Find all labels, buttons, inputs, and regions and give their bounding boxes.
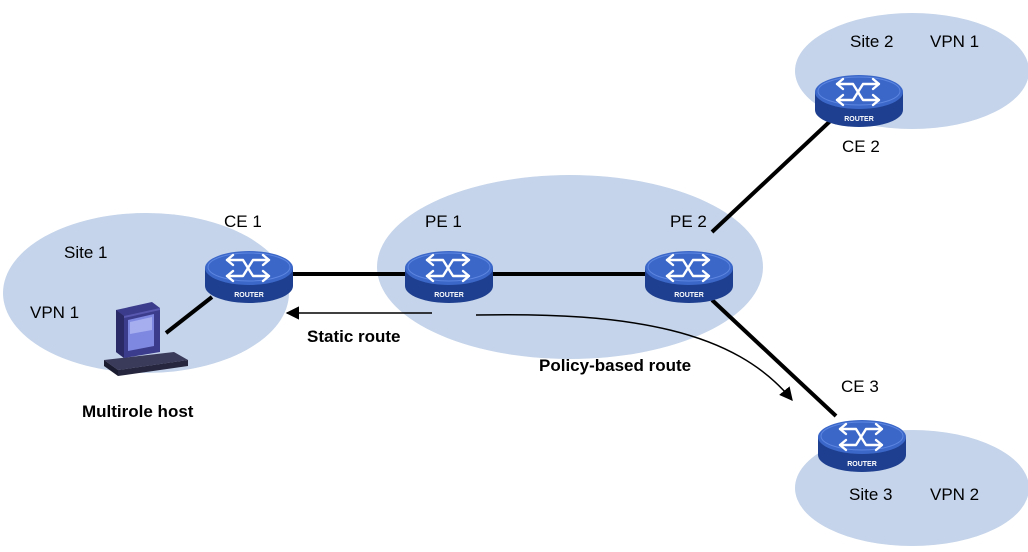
- router-badge-text: ROUTER: [674, 292, 704, 299]
- computer-icon: [104, 302, 188, 376]
- site3-vpn: VPN 2: [930, 485, 980, 504]
- router-badge-text: ROUTER: [234, 292, 264, 299]
- host-label: Multirole host: [82, 402, 194, 421]
- site3-name: Site 3: [849, 485, 893, 504]
- link-pe2-ce3: [710, 298, 838, 418]
- pe1-label: PE 1: [425, 212, 462, 231]
- site1-vpn: VPN 1: [30, 303, 80, 322]
- pe2-router-icon: ROUTER: [645, 251, 733, 303]
- ce3-router-icon: ROUTER: [818, 420, 906, 472]
- ce1-label: CE 1: [224, 212, 262, 231]
- policy-route-label: Policy-based route: [539, 356, 692, 375]
- site2-vpn: VPN 1: [930, 32, 980, 51]
- ce1-router-icon: ROUTER: [205, 251, 293, 303]
- router-badge-text: ROUTER: [434, 292, 464, 299]
- router-badge-text: ROUTER: [844, 116, 874, 123]
- ce2-router-icon: ROUTER: [815, 75, 903, 127]
- ce2-label: CE 2: [842, 137, 880, 156]
- pe1-router-icon: ROUTER: [405, 251, 493, 303]
- router-badge-text: ROUTER: [847, 461, 877, 468]
- site1-area: [3, 213, 289, 373]
- static-route-label: Static route: [307, 327, 401, 346]
- link-pe2-ce2: [710, 108, 844, 234]
- provider-backbone-area: [377, 175, 763, 359]
- site1-name: Site 1: [64, 243, 108, 262]
- policy-route-arrow: [475, 313, 793, 402]
- ce3-label: CE 3: [841, 377, 879, 396]
- site2-name: Site 2: [850, 32, 894, 51]
- link-host-ce1: [164, 295, 214, 335]
- pe2-label: PE 2: [670, 212, 707, 231]
